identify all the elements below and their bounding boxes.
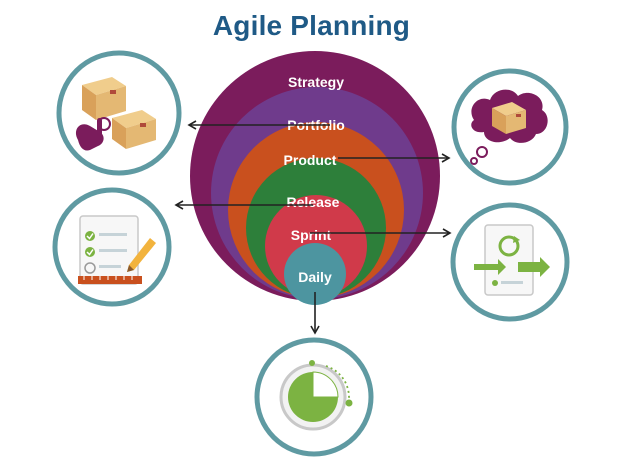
timer-icon xyxy=(279,360,353,431)
daily-timer-circle xyxy=(254,337,374,457)
sprint-cycle-doc-icon xyxy=(474,224,550,296)
release-checklist-circle xyxy=(52,187,172,307)
thought-box-icon xyxy=(470,89,548,165)
ring-label-daily: Daily xyxy=(298,269,332,285)
ring-daily xyxy=(284,243,346,305)
page-title: Agile Planning xyxy=(212,10,411,41)
checklist-pencil-icon xyxy=(78,215,156,285)
ring-label-product: Product xyxy=(284,152,337,168)
boxes-hand-icon xyxy=(75,77,156,151)
product-thought-box-circle xyxy=(451,68,569,186)
ring-label-release: Release xyxy=(287,194,340,210)
sprint-cycle-doc-circle xyxy=(450,202,570,322)
portfolio-boxes-circle xyxy=(56,50,182,176)
ring-label-strategy: Strategy xyxy=(288,74,344,90)
ring-label-sprint: Sprint xyxy=(291,227,332,243)
